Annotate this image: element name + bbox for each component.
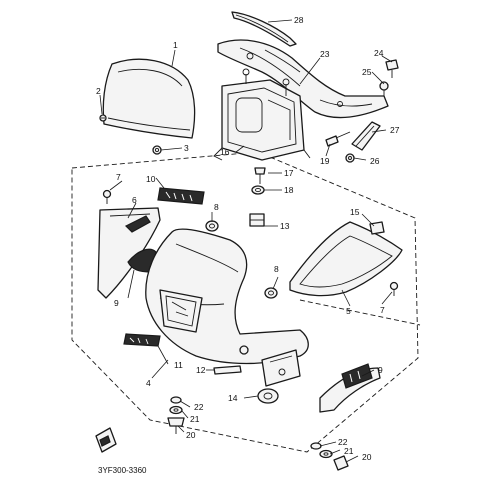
clip-24 — [385, 59, 399, 78]
callout-22-right: 22 — [338, 437, 348, 447]
callout-12: 12 — [196, 365, 206, 375]
rivet-25 — [379, 81, 389, 96]
screw-20-right — [333, 455, 349, 471]
stay-bracket — [213, 68, 311, 161]
callout-23: 23 — [320, 49, 330, 59]
screw-7-right — [389, 281, 399, 296]
stay-bolt-12 — [213, 365, 242, 375]
trim-strip — [231, 11, 297, 47]
screw-2 — [99, 114, 107, 122]
callout-9-left: 9 — [114, 298, 119, 308]
washer-21-left — [169, 405, 183, 415]
collar-22-right — [310, 442, 322, 450]
windshield — [102, 58, 196, 139]
callout-labels: 1 2 3 28 23 24 25 27 26 19 16 17 18 13 7… — [96, 15, 400, 462]
callout-28: 28 — [294, 15, 304, 25]
callout-11: 11 — [174, 360, 183, 370]
diagram-code: 3YF300-3360 — [98, 466, 147, 475]
callout-4: 4 — [146, 378, 151, 388]
callout-7-right: 7 — [380, 305, 385, 315]
assembly-boundary — [71, 151, 419, 453]
cowling-body — [123, 228, 309, 365]
grommet-8-right — [264, 287, 278, 299]
callout-20-right: 20 — [362, 452, 372, 462]
callout-13: 13 — [280, 221, 290, 231]
callout-6: 6 — [132, 195, 137, 205]
callout-18: 18 — [284, 185, 294, 195]
bolt-17 — [254, 167, 266, 184]
damper-13 — [249, 213, 265, 227]
callout-24: 24 — [374, 48, 384, 58]
bolt-19 — [325, 131, 351, 147]
callout-10: 10 — [146, 174, 156, 184]
callout-20-left: 20 — [186, 430, 196, 440]
collar-18 — [251, 185, 265, 195]
callout-14: 14 — [228, 393, 238, 403]
callout-17: 17 — [284, 168, 294, 178]
callout-3: 3 — [184, 143, 189, 153]
stay-arm — [351, 121, 381, 151]
leader-lines — [99, 19, 393, 463]
callout-19: 19 — [320, 156, 330, 166]
grommet-14 — [257, 388, 279, 404]
callout-21-right: 21 — [344, 446, 354, 456]
callout-16: 16 — [220, 147, 230, 157]
graphic-right — [319, 363, 381, 413]
callout-26: 26 — [370, 156, 380, 166]
nut-26 — [345, 153, 355, 163]
callout-27: 27 — [390, 125, 400, 135]
emblem — [157, 187, 205, 205]
nut-3 — [152, 145, 162, 155]
callout-5: 5 — [346, 306, 351, 316]
washer-21-right — [319, 449, 333, 459]
front-direction-icon — [95, 427, 117, 453]
callout-15: 15 — [350, 207, 360, 217]
cowling-inner-left — [97, 207, 161, 299]
clip-round — [239, 345, 249, 355]
bracket-plate — [261, 349, 301, 387]
assembly-boundary-inner — [299, 299, 421, 326]
callout-21-left: 21 — [190, 414, 200, 424]
callout-1: 1 — [173, 40, 178, 50]
collar-22-left — [170, 396, 182, 404]
upper-cover — [217, 39, 389, 119]
callout-7-left: 7 — [116, 172, 121, 182]
screw-20-left — [167, 417, 185, 434]
screw-7-left — [102, 189, 112, 204]
callout-25: 25 — [362, 67, 372, 77]
callout-8-left: 8 — [214, 202, 219, 212]
callout-8-right: 8 — [274, 264, 279, 274]
callout-22-left: 22 — [194, 402, 204, 412]
callout-9-right: 9 — [378, 365, 383, 375]
grommet-8-left — [205, 220, 219, 232]
callout-2: 2 — [96, 86, 101, 96]
cowling-inner-right — [289, 221, 403, 297]
